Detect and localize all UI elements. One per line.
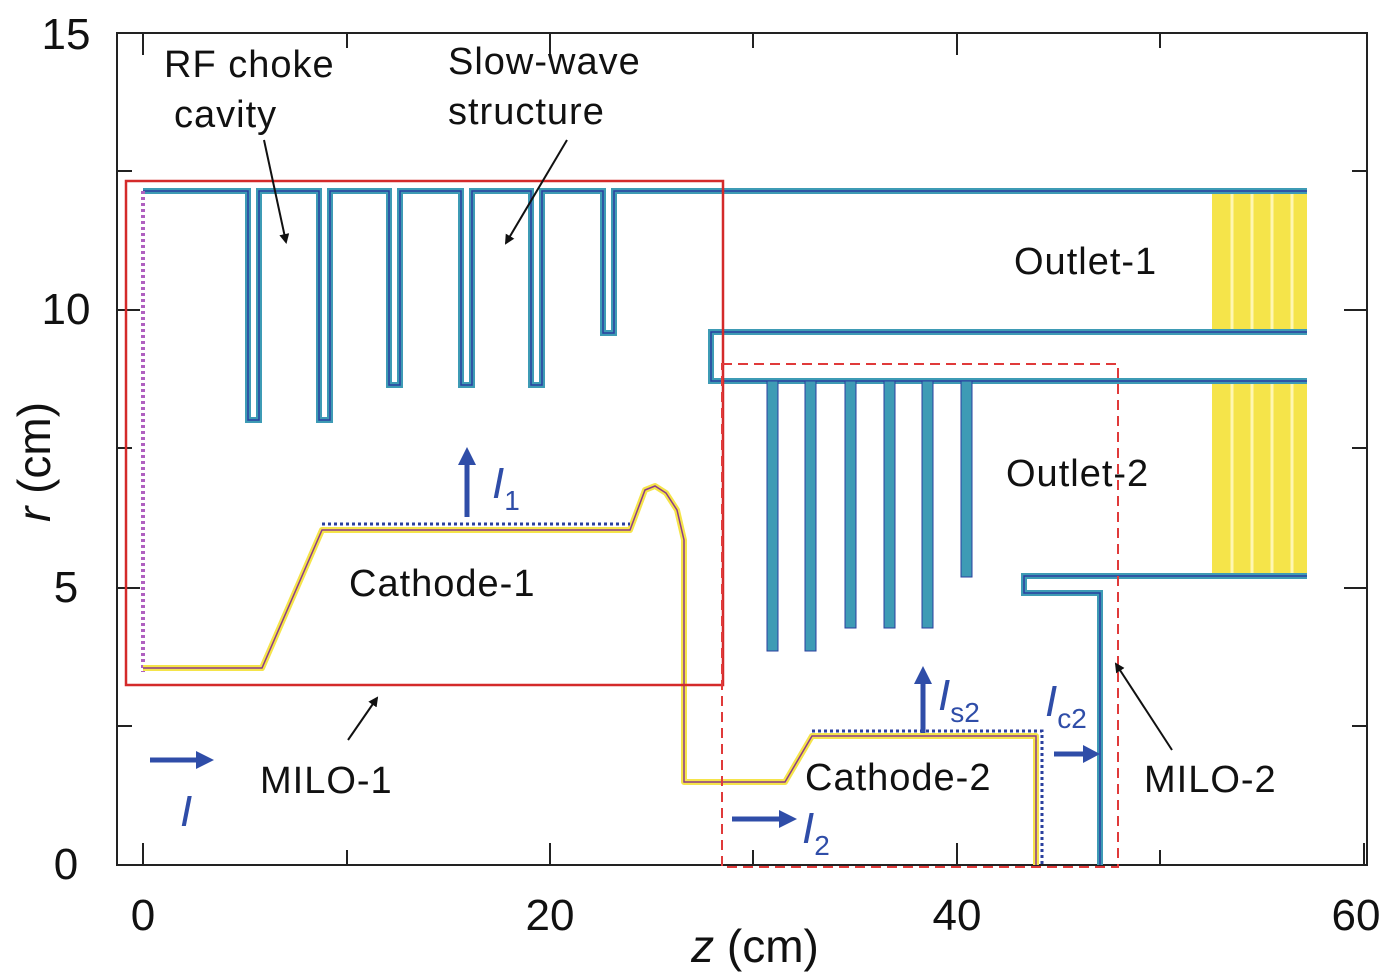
current-symbol: I: [802, 804, 814, 853]
outlet-separator-wall: [708, 329, 1307, 384]
current-subscript: c2: [1057, 703, 1087, 734]
x-tick-label: 40: [933, 891, 982, 940]
outlet2-load: [1212, 383, 1307, 576]
current-subscript: 2: [814, 830, 830, 861]
cathode-profile: [143, 483, 1039, 865]
milo1-outer-edge: [143, 190, 1307, 421]
x-axis-title: z (cm): [690, 920, 819, 972]
plot-frame: [116, 32, 1368, 866]
current-symbol: I: [180, 787, 192, 836]
outlet1-load: [1212, 193, 1307, 332]
current-subscript: 1: [504, 485, 520, 516]
y-tick-label: 15: [42, 10, 91, 59]
rf-choke-label-line1: RF choke: [164, 44, 335, 86]
current-label-i1: I1: [492, 459, 520, 516]
rf-choke-label-line2: cavity: [174, 94, 277, 136]
current-arrows: [150, 447, 1100, 828]
y-tick-label: 0: [54, 840, 78, 889]
y-axis-unit: (cm): [8, 402, 60, 507]
outlet-separator-edge: [710, 331, 1307, 382]
cathode2-label: Cathode-2: [805, 757, 991, 799]
milo2-vanes: [766, 380, 973, 652]
y-axis-var: r: [8, 505, 60, 522]
current-label-is2: Is2: [938, 671, 980, 728]
milo2-region-box: [721, 363, 1119, 868]
leader-arrows: [263, 139, 1173, 751]
slow-wave-label-line2: structure: [448, 91, 605, 133]
x-axis-unit: (cm): [714, 920, 819, 972]
milo1-label: MILO-1: [260, 760, 393, 802]
y-axis-title: r (cm): [8, 402, 60, 522]
current-label-i: I: [180, 787, 192, 836]
slow-wave-label-line1: Slow-wave: [448, 41, 641, 83]
current-label-ic2: Ic2: [1045, 677, 1087, 734]
x-axis-var: z: [690, 920, 714, 972]
x-tick-label: 60: [1332, 891, 1381, 940]
current-symbol: I: [492, 459, 504, 508]
cathode-edge: [143, 485, 1037, 865]
axis-ticks: [117, 32, 1367, 865]
current-subscript: s2: [950, 697, 980, 728]
outlet1-label: Outlet-1: [1014, 241, 1157, 283]
current-symbol: I: [938, 671, 950, 720]
x-tick-label: 0: [131, 891, 155, 940]
y-tick-label: 10: [42, 285, 91, 334]
milo2-label: MILO-2: [1144, 759, 1277, 801]
x-tick-label: 20: [526, 891, 575, 940]
milo1-region-box: [124, 179, 725, 687]
current-label-i2: I2: [802, 804, 830, 861]
cathode1-label: Cathode-1: [349, 563, 535, 605]
milo1-outer-conductor: [143, 188, 1307, 423]
outlet2-label: Outlet-2: [1006, 453, 1149, 495]
current-symbol: I: [1045, 677, 1057, 726]
emission-surface: [322, 522, 1044, 865]
y-tick-label: 5: [54, 563, 78, 612]
